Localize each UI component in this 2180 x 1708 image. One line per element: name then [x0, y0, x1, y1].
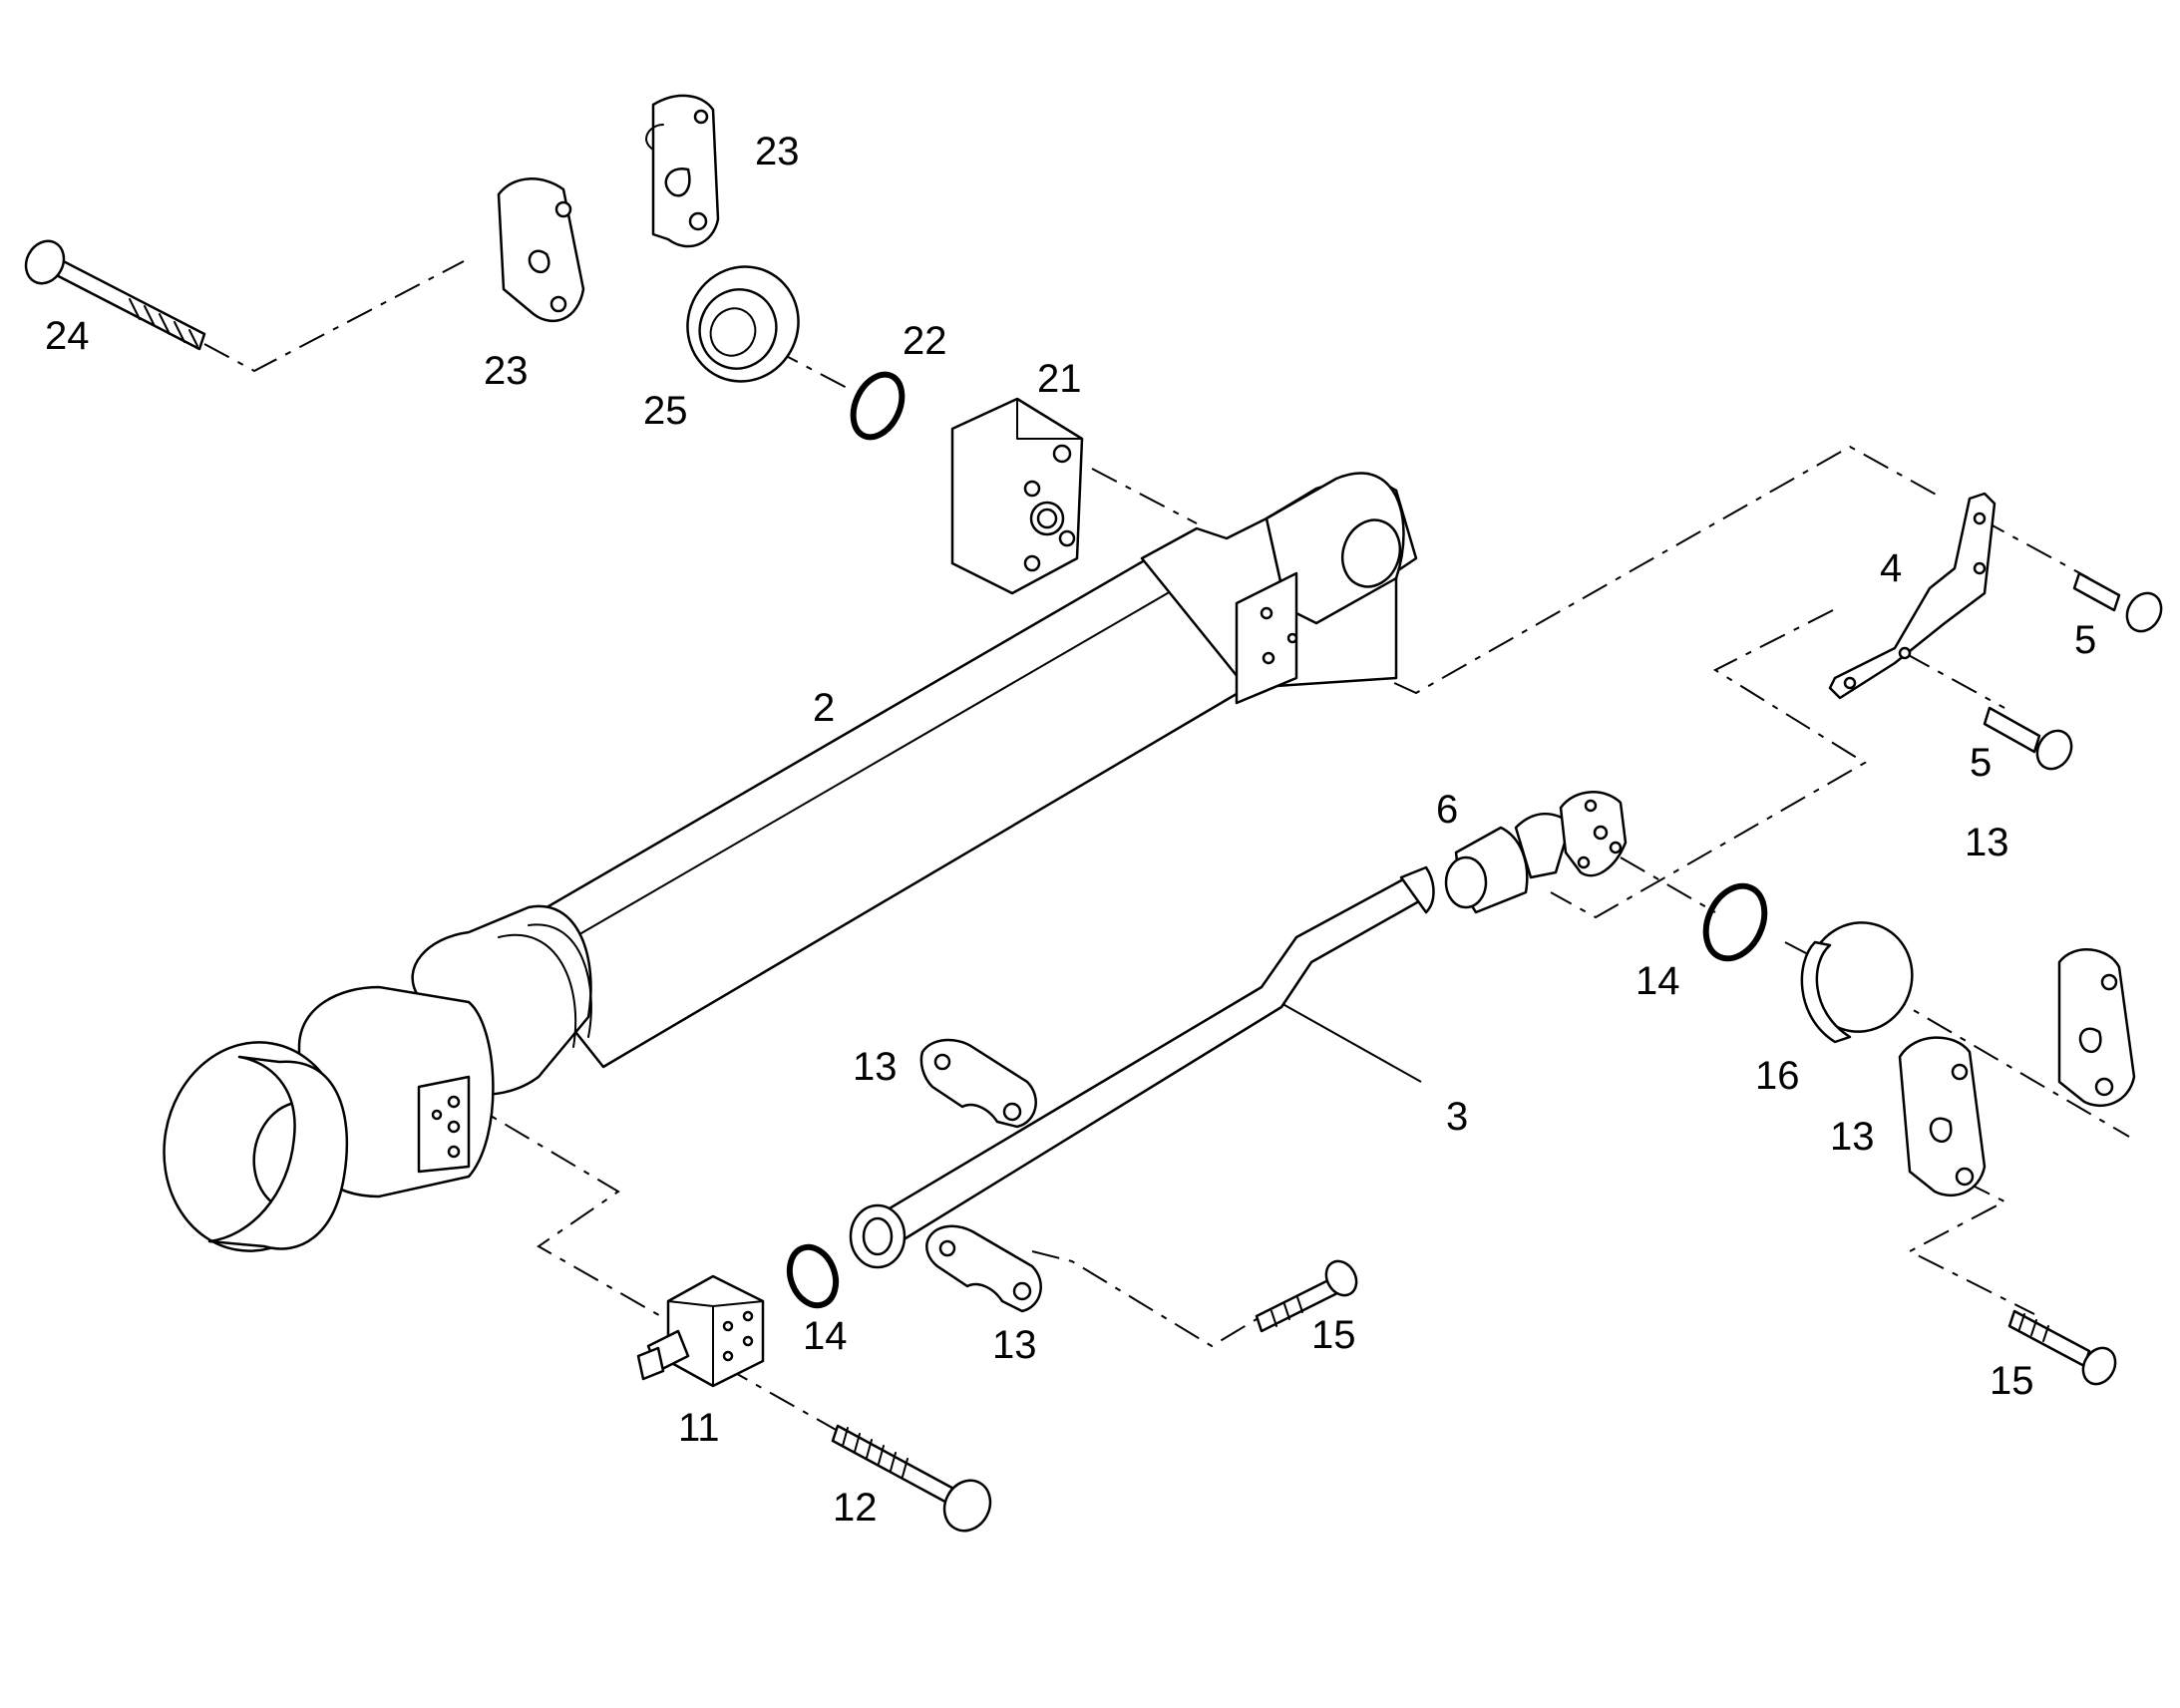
callout-25: 25	[643, 389, 688, 433]
bolt-15-left	[1255, 1259, 1358, 1333]
leader-tube-3	[1261, 991, 1422, 1083]
bolt-5b	[1983, 706, 2073, 771]
callout-23b: 23	[484, 349, 529, 393]
elbow-fitting	[1444, 791, 1628, 914]
flange-half-13-lower	[925, 1224, 1042, 1313]
callout-13d: 13	[1830, 1115, 1875, 1159]
callout-6: 6	[1436, 788, 1458, 832]
hydraulic-tube	[849, 865, 1435, 1269]
callout-4: 4	[1880, 546, 1902, 590]
leader-valve-11	[458, 1096, 679, 1327]
callout-14a: 14	[1635, 959, 1680, 1003]
callout-24: 24	[45, 314, 90, 358]
mounting-bracket	[1828, 492, 1997, 700]
leader-bolt-15-right	[1907, 1181, 2035, 1315]
callout-15b: 15	[1990, 1359, 2034, 1403]
callout-11: 11	[678, 1406, 720, 1450]
bolt-12	[831, 1424, 992, 1533]
flange-half-23-left	[497, 177, 585, 323]
o-ring-14-left	[786, 1243, 840, 1309]
leader-bolt-15-left	[1031, 1250, 1263, 1348]
bolt-5a	[2072, 571, 2163, 633]
hydraulic-cylinder	[163, 472, 1418, 1252]
o-ring-14-right	[1702, 882, 1768, 962]
cap-16	[1800, 921, 1914, 1044]
flange-block-21	[950, 397, 1084, 595]
leader-bolt-5b	[1904, 652, 2005, 709]
callout-16: 16	[1755, 1054, 1800, 1098]
leader-bracket-lower	[1550, 609, 1867, 919]
flange-half-13-upper	[919, 1038, 1037, 1129]
callout-14b: 14	[803, 1314, 848, 1358]
callout-22: 22	[903, 319, 947, 363]
callout-5b: 5	[1970, 741, 1992, 785]
bolt-15-right	[2007, 1309, 2117, 1386]
flange-half-23-top	[645, 94, 720, 248]
seal-washer-25	[686, 265, 800, 383]
assembly-leader-lines	[203, 260, 2130, 1432]
callout-15a: 15	[1311, 1313, 1356, 1357]
callout-5a: 5	[2074, 618, 2096, 662]
long-bolt-24	[24, 239, 206, 351]
callout-13a: 13	[1965, 821, 2009, 864]
leader-oring-14-right	[1620, 856, 1716, 913]
callout-12: 12	[833, 1486, 878, 1530]
leader-bolt-24	[203, 260, 465, 373]
valve-block-11	[636, 1274, 765, 1388]
flange-half-13-right-back	[2057, 948, 2136, 1108]
callout-13b: 13	[853, 1045, 898, 1089]
leader-bolt-5a	[1979, 517, 2090, 579]
callout-13c: 13	[992, 1323, 1037, 1367]
leader-block-21	[1091, 468, 1198, 524]
callout-3: 3	[1446, 1095, 1468, 1139]
callout-21: 21	[1037, 357, 1082, 401]
o-ring-22	[850, 371, 906, 441]
callout-2: 2	[813, 686, 835, 730]
callout-labels: 2 3 4 5 5 6 11 12 13 13 13 13 14 14 15 1…	[45, 130, 2096, 1530]
leader-bolt-12	[722, 1365, 839, 1432]
callout-23a: 23	[755, 130, 800, 173]
flange-half-13-right-front	[1898, 1036, 1987, 1197]
